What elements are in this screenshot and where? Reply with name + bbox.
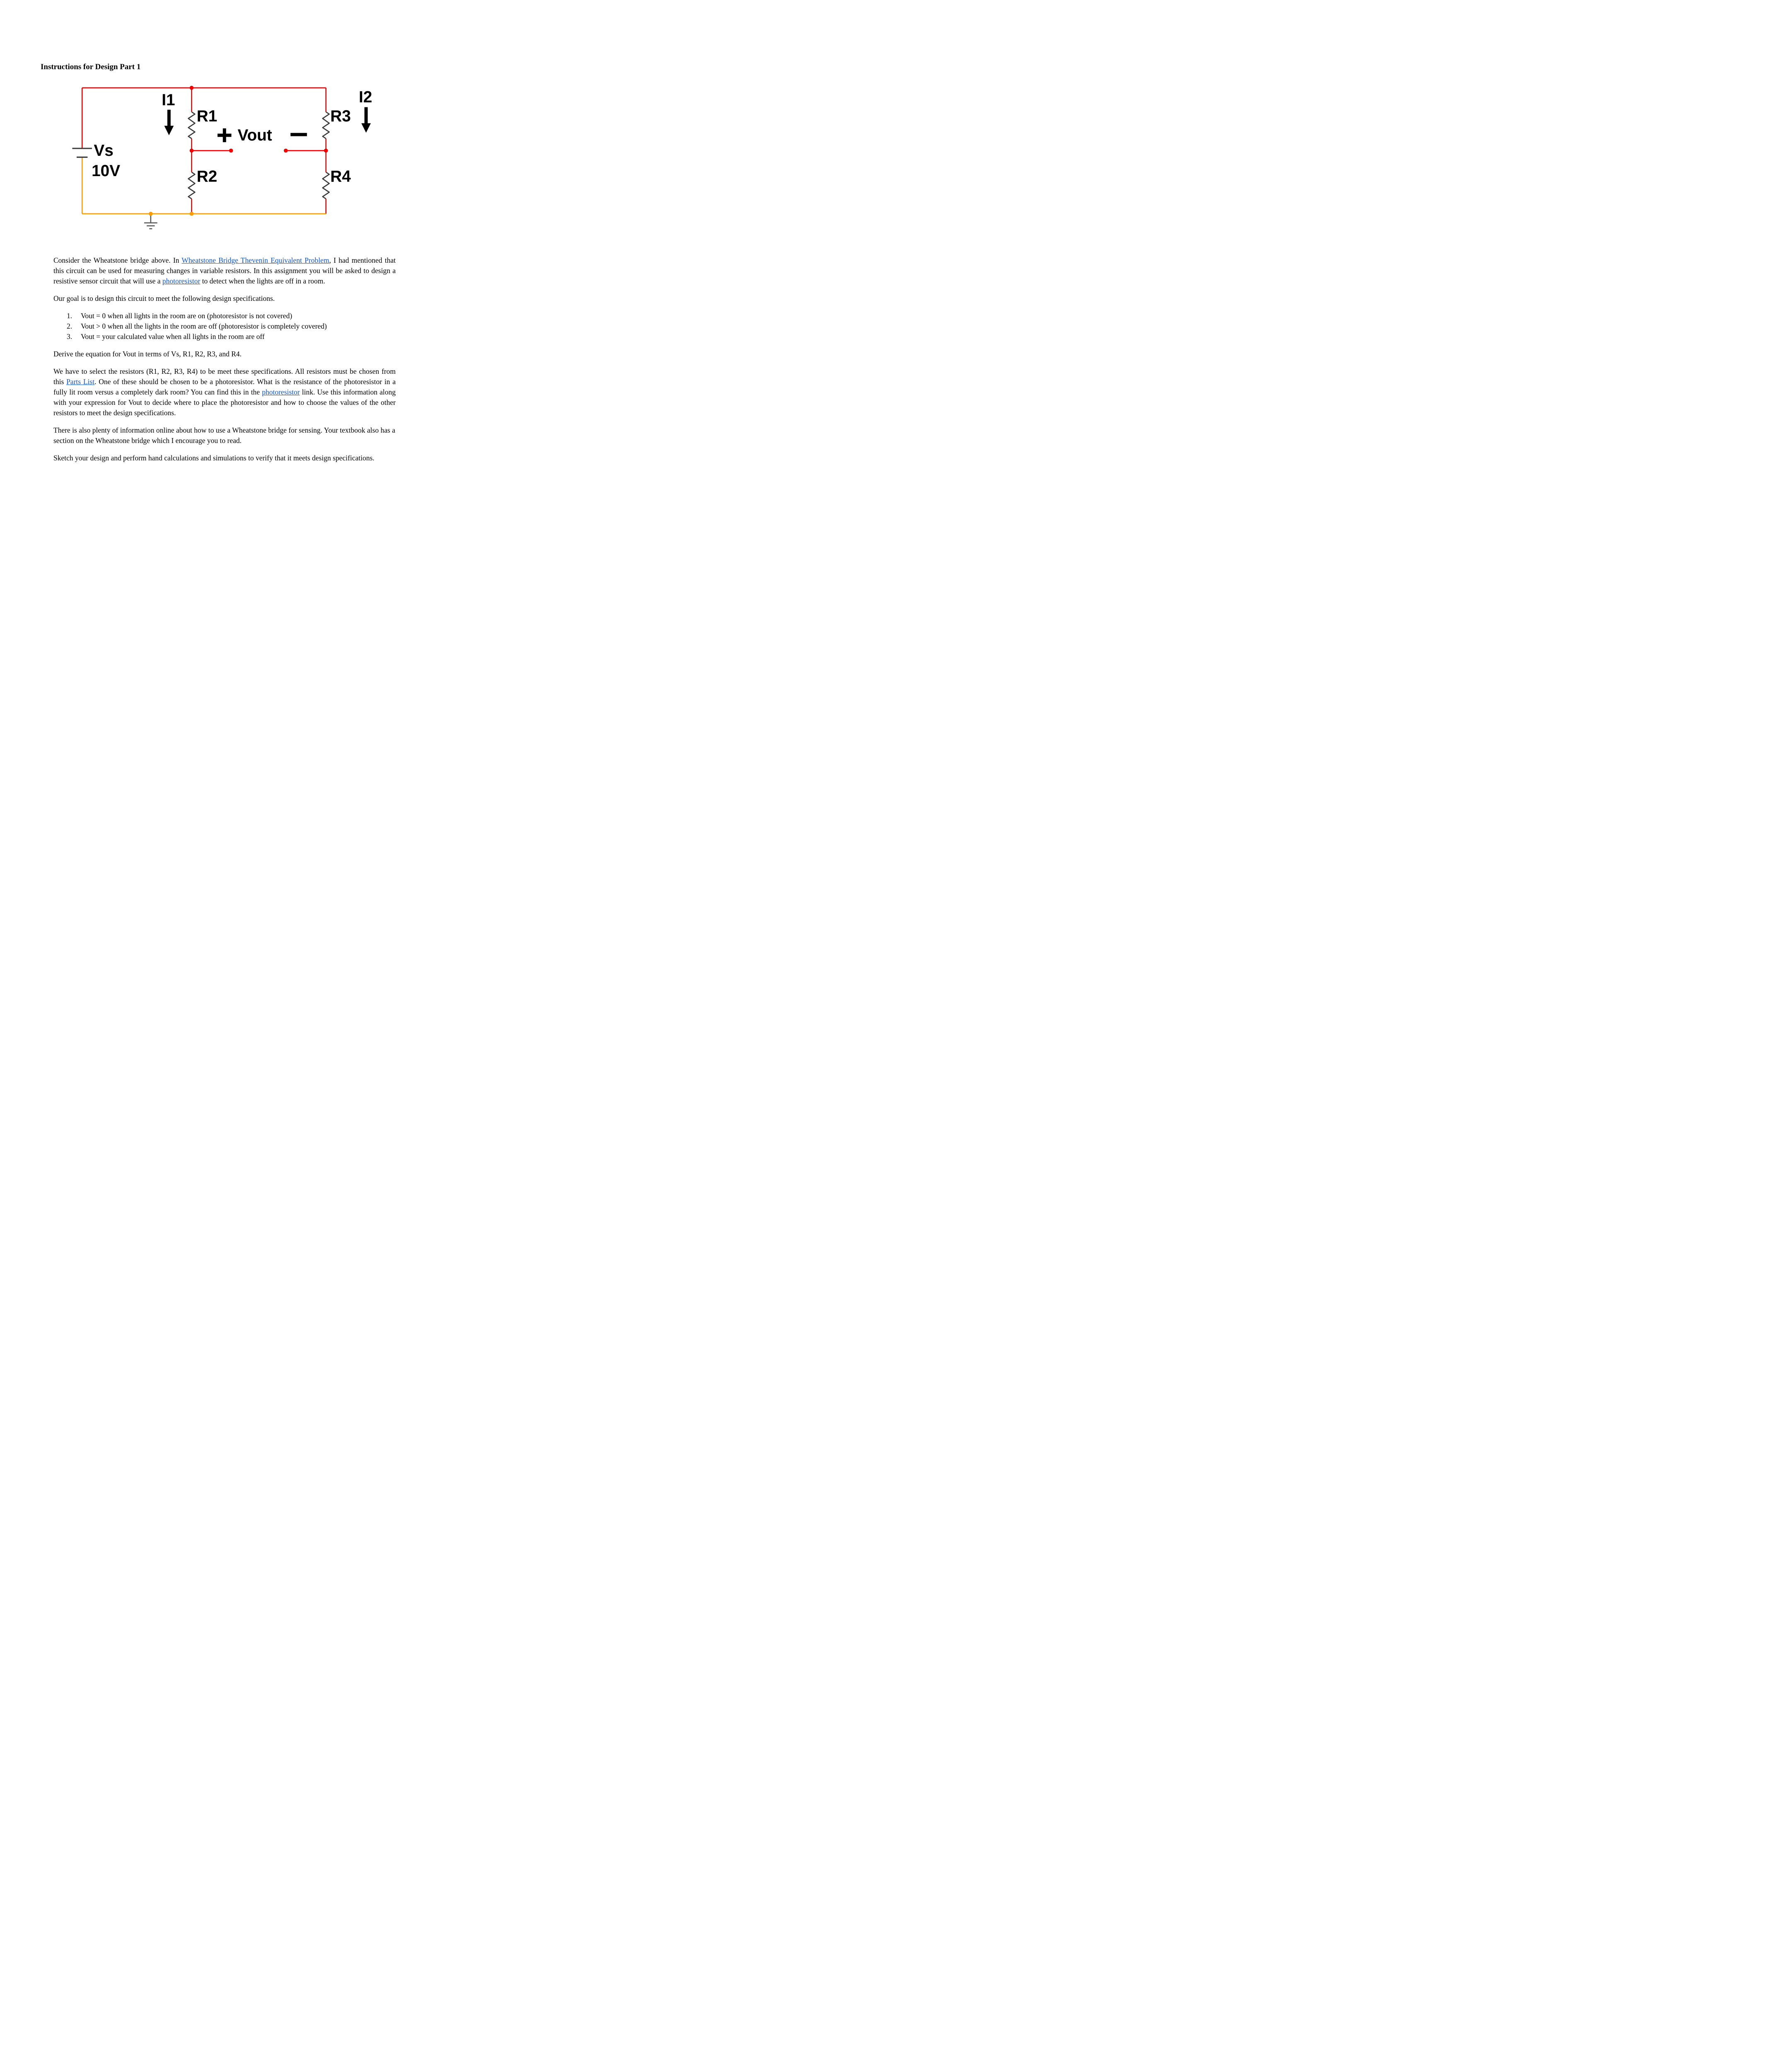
page-title: Instructions for Design Part 1 [41,63,141,71]
spec-number: 2. [67,322,73,330]
link-photoresistor-1[interactable]: photoresistor [162,277,201,285]
vout-polarity [218,128,307,143]
label-vs: Vs [94,142,113,160]
label-i1: I1 [162,91,175,109]
spec-text: Vout = 0 when all lights in the room are… [81,312,293,320]
orange-wires [81,157,326,215]
plus-icon [218,128,232,143]
circuit-figure: I1 I2 R1 R3 R2 R4 Vs 10V Vout [70,83,377,242]
spec-item-3: 3. Vout = your calculated value when all … [67,332,396,342]
spec-number: 3. [67,332,73,341]
spec-number: 1. [67,312,73,320]
red-junction-dots [189,86,328,153]
spec-list: 1. Vout = 0 when all lights in the room a… [53,311,396,342]
spec-text: Vout = your calculated value when all li… [81,332,265,341]
ground-icon [144,213,157,230]
link-photoresistor-2[interactable]: photoresistor [262,388,300,396]
paragraph-intro: Consider the Wheatstone bridge above. In… [53,255,396,286]
wheatstone-bridge-diagram: I1 I2 R1 R3 R2 R4 Vs 10V Vout [72,86,372,230]
label-vs-value: 10V [92,162,120,180]
resistor-r2 [188,172,196,199]
paragraph-derive: Derive the equation for Vout in terms of… [53,350,242,358]
current-arrow-i1 [164,109,174,136]
paragraph-goal: Our goal is to design this circuit to me… [53,294,275,303]
text-run: link. Use this information along with yo… [53,388,396,417]
document-body: Consider the Wheatstone bridge above. In… [53,255,396,463]
resistor-r1 [188,111,196,139]
label-i2: I2 [359,88,372,106]
text-run: We have to select the resistors (R1, R2,… [53,367,396,386]
label-r1: R1 [197,107,218,125]
label-r2: R2 [197,167,218,185]
spec-item-2: 2. Vout > 0 when all the lights in the ro… [67,321,396,332]
paragraph-online: There is also plenty of information onli… [53,426,395,445]
orange-junction-dots [148,211,194,216]
text-run: . One of these should be chosen to be a … [53,378,396,396]
spec-text: Vout > 0 when all the lights in the room… [81,322,327,330]
spec-item-1: 1. Vout = 0 when all lights in the room a… [67,311,396,321]
resistor-r4 [322,172,330,199]
current-arrow-i2 [361,107,371,133]
text-run: Consider the Wheatstone bridge above. In [53,256,182,264]
battery-icon [72,148,92,158]
paragraph-sketch: Sketch your design and perform hand calc… [53,454,375,462]
resistor-r3 [322,111,330,139]
text-run: , I had mentioned that this circuit can … [53,256,396,285]
document-page: Instructions for Design Part 1 [0,0,447,579]
label-r4: R4 [330,167,351,185]
red-wires [81,87,326,214]
link-wheatstone-thevenin-problem[interactable]: Wheatstone Bridge Thevenin Equivalent Pr… [181,256,329,264]
text-run: to detect when the lights are off in a r… [200,277,325,285]
label-r3: R3 [330,107,351,125]
link-parts-list[interactable]: Parts List [66,378,95,386]
label-vout: Vout [237,126,272,144]
resistors [188,111,330,199]
paragraph-select: We have to select the resistors (R1, R2,… [53,366,396,418]
